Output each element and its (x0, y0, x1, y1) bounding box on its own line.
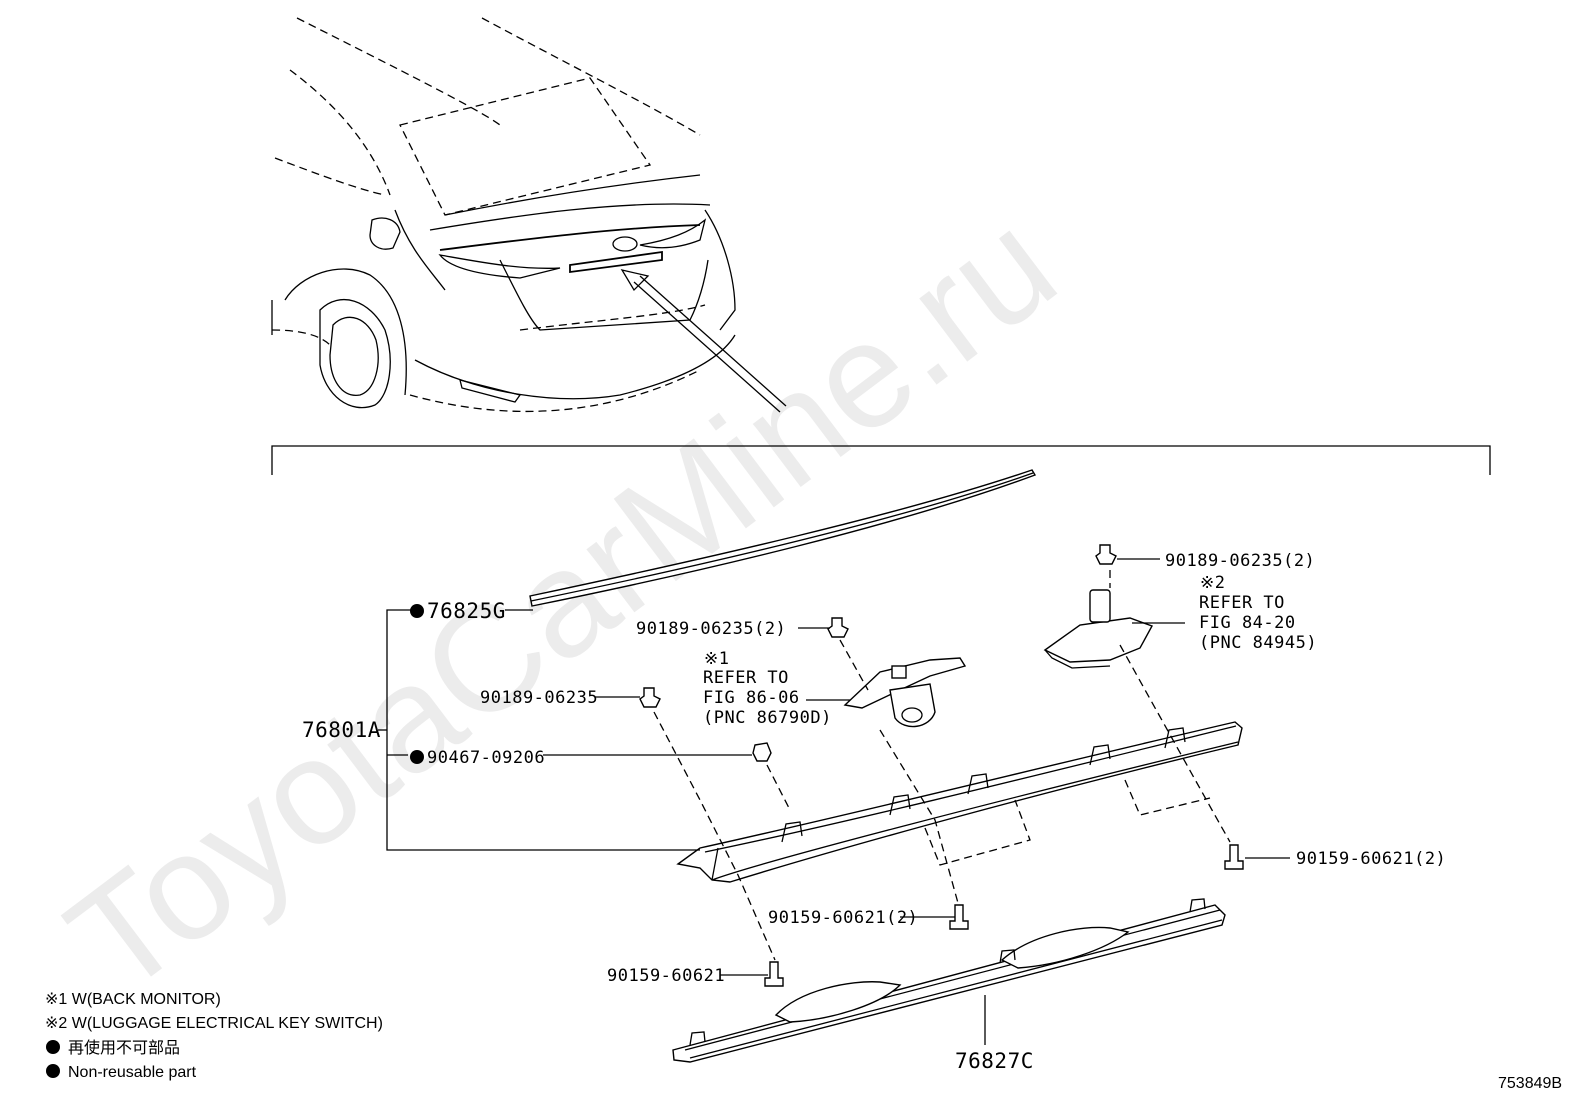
ref2-mark: ※2 (1200, 573, 1225, 593)
leader-lines (378, 558, 1290, 1045)
legend-note-4: Non-reusable part (68, 1064, 197, 1081)
part-76825g-label: 76825G (427, 599, 506, 623)
ref2-line3: (PNC 84945) (1199, 633, 1317, 653)
part-90159-mid-label: 90159-60621(2) (768, 908, 918, 928)
part-90189-camera-label: 90189-06235(2) (636, 619, 786, 639)
lower-cover-drawing (672, 898, 1226, 1063)
non-reusable-dot (410, 604, 424, 618)
legend-note-1: ※1 W(BACK MONITOR) (45, 991, 221, 1008)
installation-lines (653, 570, 1231, 961)
watermark: ToyotaCarMine.ru (38, 179, 1085, 1026)
nut-icon (752, 742, 772, 762)
ref2-line2: FIG 84-20 (1199, 613, 1296, 633)
car-rear-illustration (271, 17, 787, 413)
part-90159-single-label: 90159-60621 (607, 966, 725, 986)
non-reusable-dot (410, 750, 424, 764)
part-76827c-label: 76827C (955, 1049, 1034, 1073)
ref1-line3: (PNC 86790D) (703, 708, 832, 728)
bolt-icon (1224, 844, 1244, 870)
back-monitor-camera-drawing (843, 657, 967, 728)
bolt-icon (949, 904, 969, 930)
part-90189-single-label: 90189-06235 (480, 688, 598, 708)
part-76801a-label: 76801A (302, 718, 381, 742)
part-90159-right-label: 90159-60621(2) (1296, 849, 1446, 869)
clip-icon (639, 687, 661, 708)
garnish-assembly-drawing (676, 721, 1243, 883)
legend-dot (46, 1040, 60, 1054)
ref1-line2: FIG 86-06 (703, 688, 800, 708)
ref1-mark: ※1 (704, 649, 729, 669)
part-90189-switch-label: 90189-06235(2) (1165, 551, 1315, 571)
assembly-bracket (271, 445, 1491, 475)
luggage-key-switch-drawing (1043, 589, 1154, 669)
clip-icon (1095, 544, 1117, 565)
ref1-line1: REFER TO (703, 668, 789, 688)
ref2-line1: REFER TO (1199, 593, 1285, 613)
bolt-icon (764, 961, 784, 987)
legend-note-3: 再使用不可部品 (68, 1039, 180, 1057)
legend-dot (46, 1064, 60, 1078)
legend-note-2: ※2 W(LUGGAGE ELECTRICAL KEY SWITCH) (45, 1015, 383, 1032)
figure-id: 753849B (1498, 1075, 1562, 1092)
clip-icon (827, 617, 849, 638)
moulding-strip-drawing (529, 469, 1037, 607)
part-90467-label: 90467-09206 (427, 748, 545, 768)
